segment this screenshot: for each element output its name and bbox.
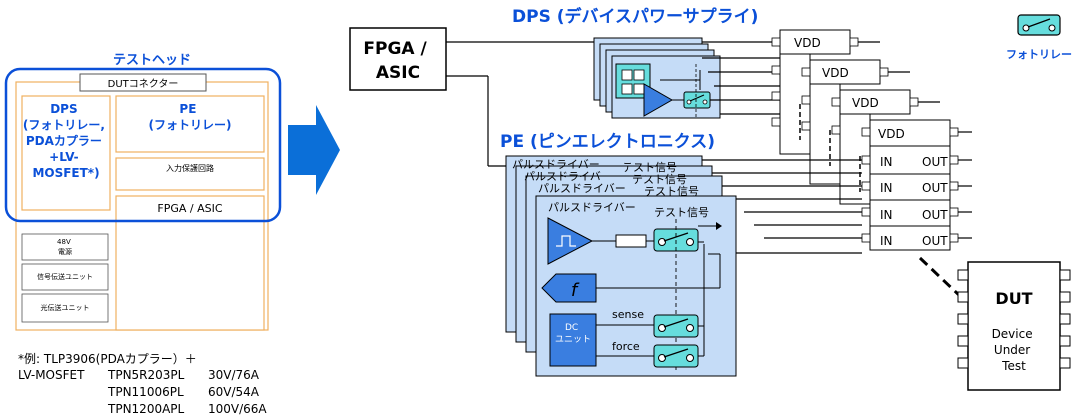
in-label: IN (880, 208, 893, 222)
dut-chip: DUT Device Under Test (957, 261, 1071, 391)
signal-unit-label: 信号伝送ユニット (37, 272, 93, 281)
input-protection-block (115, 157, 265, 191)
in-out-rows: IN OUT IN OUT IN OUT IN OUT (861, 145, 972, 251)
optical-unit-block (21, 293, 109, 323)
pe-title: PE (ピンエレクトロニクス) (500, 132, 715, 152)
dut-body (967, 261, 1061, 391)
footnote-part-name: TPN1200APL (107, 402, 185, 416)
test-signal-label: テスト信号 (644, 185, 699, 198)
power-48v-block (21, 233, 109, 261)
fpga-asic-main-box (349, 27, 447, 91)
dut-connector (79, 73, 207, 92)
optical-unit-label: 光伝送ユニット (41, 303, 90, 312)
footnote: *例: TLP3906(PDAカプラー）＋ LV-MOSFET TPN5R203… (18, 352, 267, 416)
out-label: OUT (922, 208, 948, 222)
test-signal-label: テスト信号 (632, 173, 687, 186)
input-protection-label: 入力保護回路 (166, 163, 214, 173)
footnote-line1: *例: TLP3906(PDAカプラー）＋ (18, 352, 197, 366)
footnote-lvmosfet: LV-MOSFET (18, 368, 85, 382)
test-head-title: テストヘッド (113, 53, 191, 68)
dut-description: Device Under Test (992, 327, 1037, 373)
dut-title: DUT (995, 289, 1032, 308)
dps-block-label: DPS (フォトリレー, PDAカプラー +LV- MOSFET*) (23, 102, 109, 180)
fpga-asic-main-label: FPGA / ASIC (363, 39, 432, 83)
pulse-driver-label: パルスドライバー (538, 182, 626, 195)
fpga-asic-block (115, 195, 265, 331)
footnote-part-name: TPN11006PL (107, 385, 184, 399)
resistor-icon (615, 234, 647, 248)
in-label: IN (880, 181, 893, 195)
dut-connection (918, 256, 962, 298)
pe-block-label: PE (フォトリレー) (149, 102, 232, 132)
out-label: OUT (922, 181, 948, 195)
test-signal-label: テスト信号 (622, 161, 677, 174)
arrow-head-icon (716, 222, 722, 230)
test-head-panel: テストヘッド DUTコネクター DPS (フォトリレー, PDAカプラー +LV… (4, 53, 282, 331)
dps-block (21, 95, 111, 211)
dps-title: DPS (デバイスパワーサプライ) (512, 6, 758, 27)
footnote-part-spec: 60V/54A (208, 385, 260, 399)
pe-cards: パルスドライバー テスト信号 パルスドライバー テスト信号 パルスドライバー テ… (505, 155, 737, 377)
footnote-part-spec: 30V/76A (208, 368, 260, 382)
vdd-box (839, 89, 911, 115)
test-signal-label: テスト信号 (654, 206, 709, 219)
vdd-label: VDD (794, 36, 821, 50)
footnote-part-spec: 100V/66A (208, 402, 267, 416)
power-48v-label: 48V 電源 (57, 238, 73, 256)
function-symbol: f (571, 280, 580, 301)
fpga-asic-label: FPGA / ASIC (157, 202, 222, 215)
force-label: force (612, 340, 640, 353)
out-label: OUT (922, 234, 948, 248)
dc-unit-label: DC ユニット (555, 323, 591, 345)
vdd-label: VDD (822, 66, 849, 80)
big-arrow-icon (288, 105, 340, 195)
vdd-boxes: VDD VDD VDD VDD (771, 29, 972, 205)
vdd-label: VDD (852, 96, 879, 110)
out-label: OUT (922, 155, 948, 169)
sense-label: sense (612, 308, 644, 321)
dut-connector-label: DUTコネクター (108, 78, 179, 90)
pulse-driver-label: パルスドライバー (512, 158, 600, 171)
pe-block (115, 95, 265, 153)
legend: フォトリレー (1006, 14, 1072, 61)
legend-label: フォトリレー (1006, 48, 1072, 61)
vdd-box (869, 119, 951, 147)
vdd-box (809, 59, 881, 85)
signal-unit-block (21, 263, 109, 291)
dc-unit-block (549, 313, 597, 367)
in-label: IN (880, 155, 893, 169)
dps-cards (593, 37, 721, 119)
highlight-outline (4, 67, 282, 223)
in-label: IN (880, 234, 893, 248)
pulse-driver-label: パルスドライバー (548, 201, 636, 214)
pulse-driver-label: パルスドライバー (524, 170, 612, 183)
vdd-label: VDD (878, 127, 905, 141)
footnote-part-name: TPN5R203PL (107, 368, 185, 382)
dps-opamp-icon (643, 83, 674, 117)
